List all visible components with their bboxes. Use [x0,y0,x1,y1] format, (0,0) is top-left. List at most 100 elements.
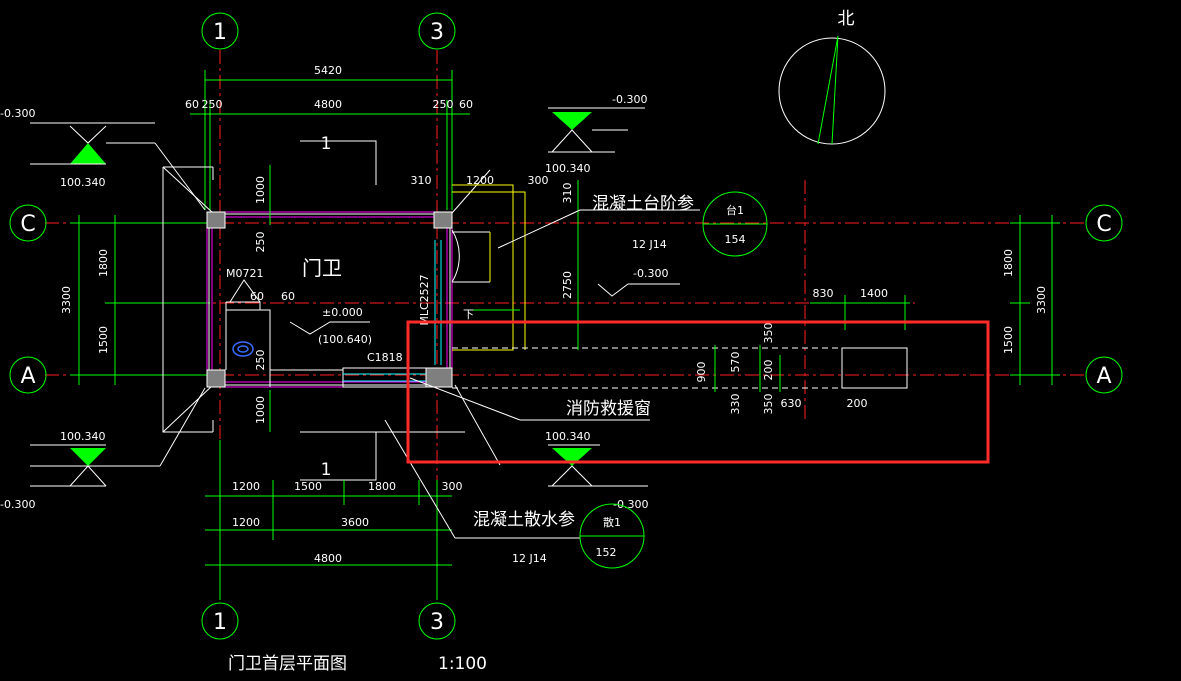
dim-bottom-300: 300 [442,480,463,493]
door-m0721: M0721 [226,267,264,303]
rescue-window-strip [452,345,908,392]
axis-bubble-bottom-1: 1 [201,602,239,640]
svg-text:(100.640): (100.640) [318,333,372,346]
svg-text:-0.300: -0.300 [613,498,648,511]
svg-text:-0.300: -0.300 [612,93,647,106]
section-mark-top: 1 [300,134,377,185]
svg-text:-0.300: -0.300 [0,498,35,511]
annotation-rescue-window: 消防救援窗 [409,377,651,421]
svg-text:M0721: M0721 [226,267,264,280]
axis-bubble-top-1: 1 [201,12,239,50]
dim-830: 830 [813,287,834,300]
highlight-selection-box[interactable] [406,320,990,464]
svg-text:3: 3 [430,20,444,45]
dim-2750: 2750 [561,271,574,299]
rescue-zone-dimensions: 830 1400 350 570 200 900 330 350 630 200 [695,287,910,415]
svg-text:100.340: 100.340 [60,176,106,189]
dim-right-3300: 3300 [1035,286,1048,314]
entry-steps: 下 [452,184,526,351]
dim-left-1800: 1800 [97,249,110,277]
dim-bottom-1200b: 1200 [232,516,260,529]
dim-900: 900 [695,362,708,383]
svg-text:C: C [20,212,35,237]
window-c1818 [342,367,427,388]
dimension-chain-bottom: 1200 1500 1800 300 1200 3600 4800 [205,440,463,600]
dim-310-b: 310 [561,183,574,204]
room-name: 门卫 [302,256,342,280]
elevation-marker-top-left: -0.300 100.340 [0,107,206,211]
label-window-c1818: C1818 [367,351,403,364]
dim-250-b: 250 [254,350,267,371]
svg-text:154: 154 [725,233,746,246]
svg-text:-0.300: -0.300 [633,267,668,280]
dim-60-a: 60 [250,290,264,303]
dim-350-bottom: 350 [762,394,775,415]
dim-330: 330 [729,394,742,415]
dim-250-a: 250 [254,232,267,253]
axis-bubble-bottom-3: 3 [418,602,456,640]
svg-text:A: A [20,364,35,389]
axis-bubble-left-c: C [9,204,47,242]
dim-60-b: 60 [281,290,295,303]
dim-right-1500: 1500 [1002,326,1015,354]
column-bottom-right [425,367,453,388]
dim-1400: 1400 [860,287,888,300]
dim-top-250-right: 250 [433,98,454,111]
dimension-chain-right: 1800 1500 3300 [1002,215,1060,385]
dim-bottom-4800: 4800 [314,552,342,565]
dim-right-1800: 1800 [1002,249,1015,277]
dim-630: 630 [781,397,802,410]
svg-text:12 J14: 12 J14 [512,552,547,565]
svg-text:北: 北 [838,9,855,29]
label-down: 下 [463,308,474,321]
svg-text:100.340: 100.340 [60,430,106,443]
column-bottom-left [206,369,226,388]
elevation-marker-top-center: -0.300 100.340 [545,93,647,175]
axis-bubble-right-c: C [1085,204,1123,242]
dim-1000-bottom: 1000 [254,396,267,424]
section-mark-bottom: 1 [300,432,377,481]
door-swing [451,229,491,283]
svg-text:A: A [1096,364,1111,389]
dim-1200-a: 1200 [466,174,494,187]
dim-310-a: 310 [411,174,432,187]
svg-text:台1: 台1 [726,203,744,217]
svg-text:混凝土散水参: 混凝土散水参 [473,510,575,530]
dim-bottom-1800: 1800 [368,480,396,493]
elevation-marker-mid: -0.300 [597,267,680,297]
svg-text:-0.300: -0.300 [0,107,35,120]
svg-text:1: 1 [213,610,227,635]
column-top-left [206,211,226,229]
dim-bottom-3600: 3600 [341,516,369,529]
svg-text:100.340: 100.340 [545,430,591,443]
axis-bubble-left-a: A [9,356,47,394]
building-walls [206,211,453,388]
drawing-scale: 1:100 [438,654,487,674]
elevation-marker-bottom-center: 100.340 -0.300 [545,430,648,511]
dim-300-a: 300 [528,174,549,187]
dim-bottom-1500: 1500 [294,480,322,493]
svg-text:散1: 散1 [603,515,621,529]
svg-text:混凝土台阶参: 混凝土台阶参 [592,194,694,214]
svg-text:100.340: 100.340 [545,162,591,175]
svg-text:1: 1 [321,134,332,154]
dim-top-60-left: 60 [185,98,199,111]
label-window-mlc2527: MLC2527 [418,274,431,325]
north-arrow-icon: 北 [778,9,886,145]
annotation-steps: 混凝土台阶参 12 J14 台1 154 [497,191,768,257]
floor-elevation-mark: ±0.000 (100.640) [289,306,372,346]
toilet-fixture-icon [232,341,254,357]
svg-text:消防救援窗: 消防救援窗 [566,399,651,419]
svg-text:3: 3 [430,610,444,635]
drawing-title: 门卫首层平面图 [228,654,347,674]
axis-bubble-right-a: A [1085,356,1123,394]
dimension-chain-top: 5420 60 250 4800 250 60 [185,64,473,210]
dim-200-v: 200 [762,360,775,381]
dim-top-4800: 4800 [314,98,342,111]
interior-dimensions: 1000 250 250 1000 310 1200 300 310 2750 … [250,165,579,432]
elevation-marker-bottom-left: 100.340 -0.300 [0,387,206,511]
dim-570: 570 [729,352,742,373]
dim-top-60-right: 60 [459,98,473,111]
